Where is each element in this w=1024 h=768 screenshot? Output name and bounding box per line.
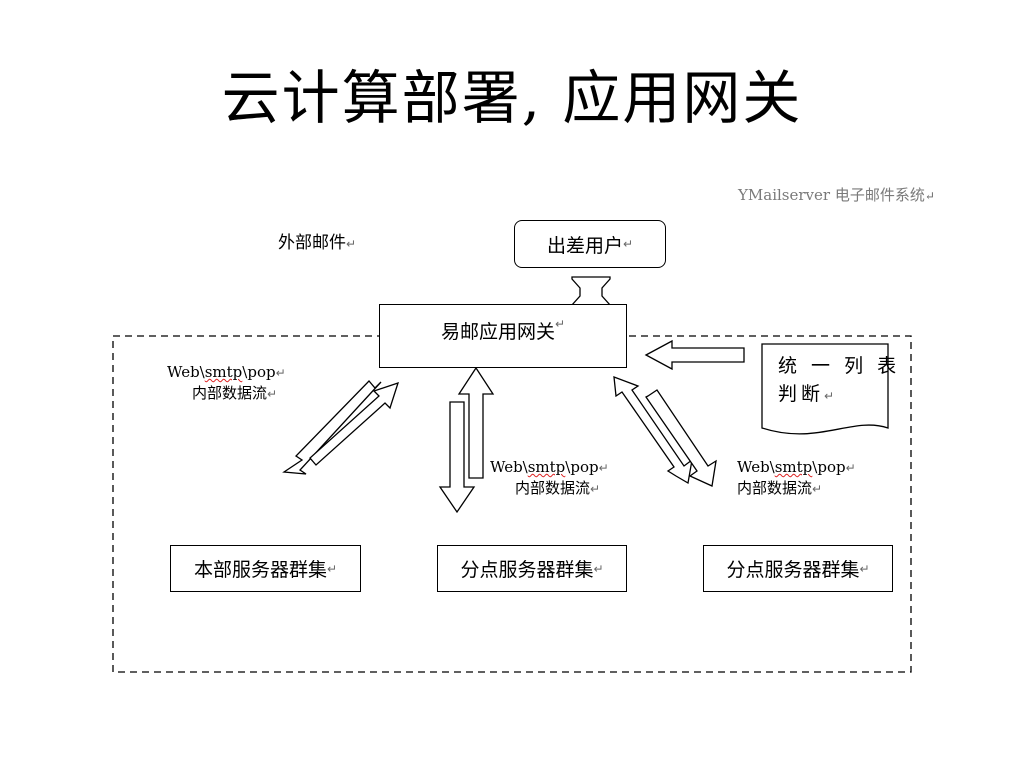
return-mark: ↵ [593,561,604,576]
gateway-box: 易邮应用网关↵ [379,304,627,368]
flow-protocol-suffix: \pop [242,363,276,381]
external-mail-text: 外部邮件 [278,233,346,253]
return-mark: ↵ [590,482,601,496]
return-mark: ↵ [924,189,935,203]
flow-label-center-desc: 内部数据流↵ [515,478,600,499]
flow-protocol-suffix: \pop [565,458,599,476]
cluster-box-headquarters: 本部服务器群集↵ [170,545,361,592]
travel-user-box: 出差用户↵ [514,220,666,268]
return-mark: ↵ [554,317,566,331]
flow-label-left-protocol: Web\smtp\pop↵ [167,362,286,383]
return-mark: ↵ [346,237,357,251]
cluster-label-branch-1: 分点服务器群集 [460,559,594,581]
return-mark: ↵ [326,561,338,576]
incoming-list-arrow [644,339,745,371]
return-mark: ↵ [824,389,839,403]
external-mail-label: 外部邮件↵ [278,228,356,253]
right-flow-arrow-up [613,376,693,485]
gateway-label: 易邮应用网关 [440,321,555,343]
flow-label-right-protocol: Web\smtp\pop↵ [737,457,856,478]
flow-desc-text: 内部数据流 [737,479,813,497]
document-text-line-2: 判断↵ [778,380,838,410]
flow-label-left-desc: 内部数据流↵ [192,383,277,404]
right-flow-arrow-down [645,389,717,487]
return-mark: ↵ [812,482,823,496]
flow-desc-text: 内部数据流 [515,479,591,497]
unified-list-document [761,343,889,435]
left-flow-arrow-down [282,380,382,475]
flow-protocol-smtp: smtp [204,363,243,381]
flow-protocol-smtp: smtp [774,458,813,476]
return-mark: ↵ [275,366,286,380]
page-title: 云计算部署, 应用网关 [221,64,803,132]
cluster-box-branch-2: 分点服务器群集↵ [703,545,893,592]
system-caption-text: YMailserver 电子邮件系统 [738,186,925,204]
return-mark: ↵ [598,461,609,475]
flow-desc-text: 内部数据流 [192,384,268,402]
travel-user-label: 出差用户 [546,234,623,257]
system-caption: YMailserver 电子邮件系统↵ [738,184,935,205]
flow-protocol-prefix: Web\ [490,458,528,476]
return-mark: ↵ [859,561,870,576]
center-flow-arrow-down [438,401,476,514]
return-mark: ↵ [267,387,278,401]
flow-protocol-smtp: smtp [527,458,566,476]
left-flow-arrow-up [309,381,400,466]
cluster-label-headquarters: 本部服务器群集 [193,559,327,581]
cluster-box-branch-1: 分点服务器群集↵ [437,545,627,592]
gateway-travel-double-arrow [570,276,612,306]
return-mark: ↵ [845,461,856,475]
cluster-label-branch-2: 分点服务器群集 [726,559,860,581]
document-text-line-1: 统 一 列 表 [778,355,901,377]
flow-protocol-prefix: Web\ [737,458,775,476]
flow-label-right-desc: 内部数据流↵ [737,478,822,499]
flow-protocol-prefix: Web\ [167,363,205,381]
flow-protocol-suffix: \pop [812,458,846,476]
document-text-line-2-value: 判断 [778,383,825,405]
return-mark: ↵ [622,237,634,251]
flow-label-center-protocol: Web\smtp\pop↵ [490,457,609,478]
center-flow-arrow-up [457,366,495,479]
